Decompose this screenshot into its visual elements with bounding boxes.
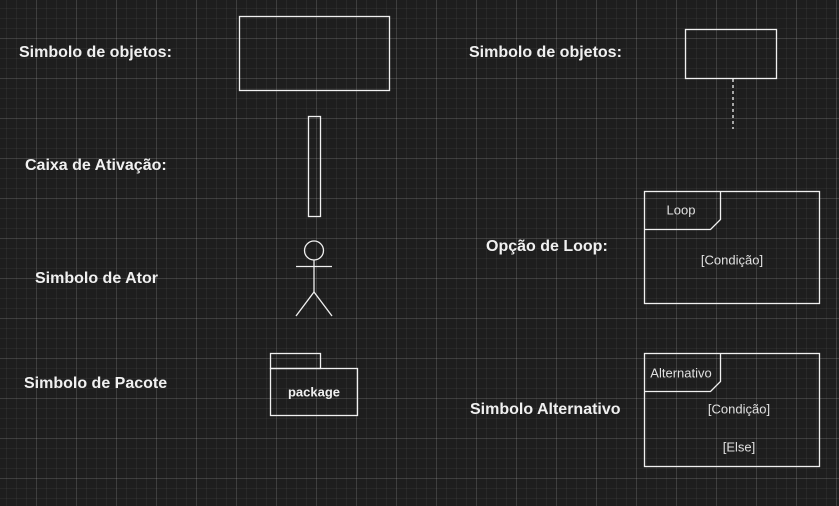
label-actor-symbol: Simbolo de Ator	[35, 270, 158, 287]
activation-box[interactable]	[307, 115, 322, 218]
alt-tab-label: Alternativo	[650, 365, 712, 381]
label-alternative-symbol: Simbolo Alternativo	[470, 401, 621, 418]
alt-fragment[interactable]	[643, 352, 821, 468]
label-loop-option: Opção de Loop:	[486, 238, 608, 255]
alt-condition-label: [Condição]	[707, 401, 771, 417]
actor-stick-figure[interactable]	[295, 240, 333, 317]
label-activation-box: Caixa de Ativação:	[25, 157, 167, 174]
label-object-symbol-left: Simbolo de objetos:	[19, 44, 172, 61]
object-lifeline-symbol[interactable]	[684, 28, 778, 130]
loop-tab-label: Loop	[666, 202, 696, 218]
package-label: package	[287, 384, 341, 400]
object-symbol-box-left[interactable]	[238, 15, 391, 92]
alt-else-label: [Else]	[722, 439, 756, 455]
package-symbol[interactable]	[269, 352, 359, 417]
label-package-symbol: Simbolo de Pacote	[24, 375, 168, 392]
loop-condition-label: [Condição]	[700, 252, 764, 268]
label-object-symbol-right: Simbolo de objetos:	[469, 44, 622, 61]
loop-fragment[interactable]	[643, 190, 821, 305]
